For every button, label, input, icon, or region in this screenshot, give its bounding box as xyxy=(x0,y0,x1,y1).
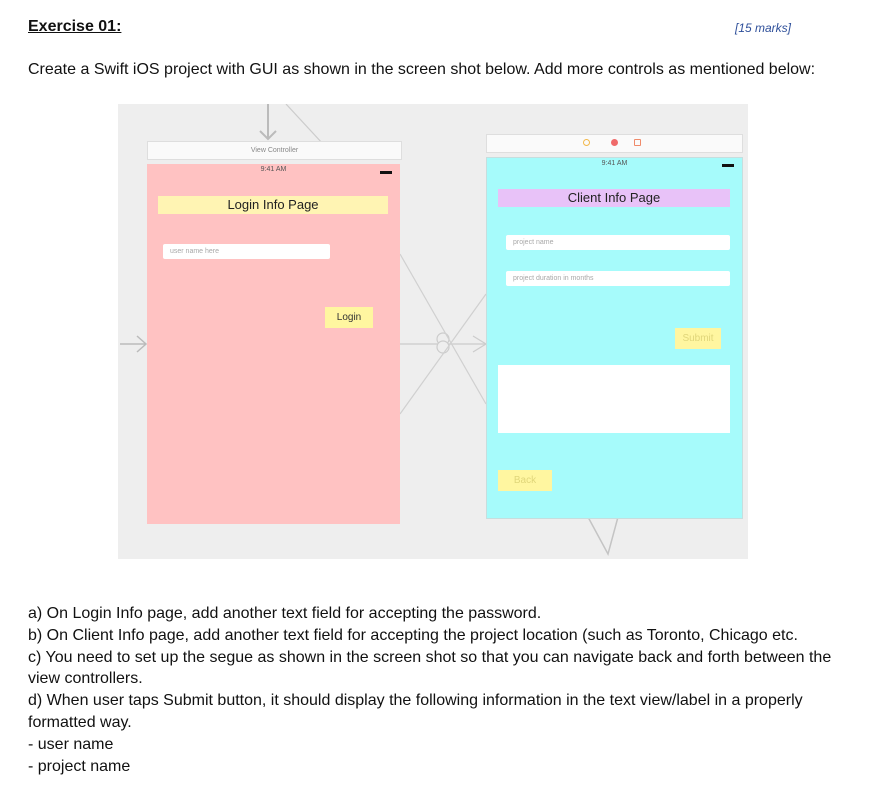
scene-dock-client xyxy=(486,134,743,153)
back-button[interactable]: Back xyxy=(498,470,552,491)
project-duration-field[interactable]: project duration in months xyxy=(506,271,730,286)
project-name-field[interactable]: project name xyxy=(506,235,730,250)
question-a: a) On Login Info page, add another text … xyxy=(28,605,542,622)
intro-text: Create a Swift iOS project with GUI as s… xyxy=(28,61,816,78)
exercise-title: Exercise 01: xyxy=(28,18,122,35)
client-screen: 9:41 AM Client Info Page project name pr… xyxy=(486,157,743,519)
login-button[interactable]: Login xyxy=(325,307,373,328)
status-time: 9:41 AM xyxy=(601,160,628,167)
client-title-label: Client Info Page xyxy=(498,189,730,207)
status-time: 9:41 AM xyxy=(260,166,287,173)
question-d: d) When user taps Submit button, it shou… xyxy=(28,692,803,731)
submit-button[interactable]: Submit xyxy=(675,328,721,349)
scene-bar-login: View Controller xyxy=(147,141,402,160)
bullet-project-name: - project name xyxy=(28,757,131,775)
bullet-user-name: - user name xyxy=(28,735,114,753)
result-text-view[interactable] xyxy=(498,365,730,433)
battery-icon xyxy=(722,164,734,167)
question-c: c) You need to set up the segue as shown… xyxy=(28,648,832,688)
storyboard-screenshot: View Controller 9:41 AM Login Info Page … xyxy=(118,104,748,559)
exit-icon xyxy=(634,139,641,146)
username-field[interactable]: user name here xyxy=(163,244,330,259)
view-controller-icon xyxy=(583,139,590,146)
question-list: a) On Login Info page, add another text … xyxy=(28,603,848,777)
scene-bar-label: View Controller xyxy=(250,147,299,154)
first-responder-icon xyxy=(611,139,618,146)
question-b: b) On Client Info page, add another text… xyxy=(28,626,798,644)
login-screen: 9:41 AM Login Info Page user name here L… xyxy=(147,164,400,524)
segue-lines xyxy=(120,104,619,557)
marks-label: [15 marks] xyxy=(734,21,791,35)
battery-icon xyxy=(380,171,392,174)
login-title-label: Login Info Page xyxy=(158,196,388,214)
